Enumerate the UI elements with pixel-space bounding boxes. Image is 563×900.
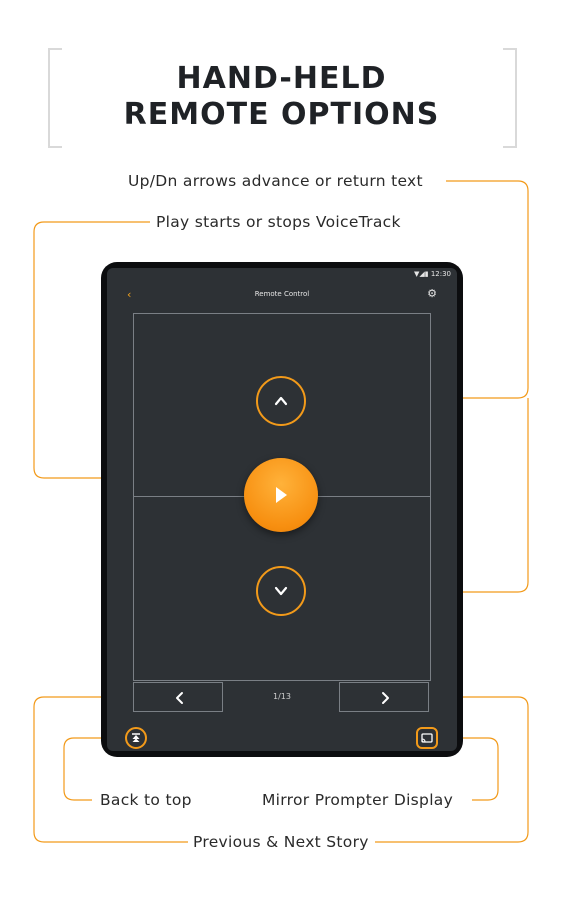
- header-bracket-right: [503, 48, 517, 148]
- chevron-left-icon: [176, 692, 183, 704]
- chevron-up-icon: [274, 396, 288, 406]
- callout-play: Play starts or stops VoiceTrack: [152, 212, 405, 232]
- mirror-display-button[interactable]: [416, 727, 438, 749]
- skip-to-top-icon: [132, 733, 140, 742]
- cast-icon: [421, 733, 433, 743]
- scroll-down-button[interactable]: [256, 566, 306, 616]
- arrow-left-icon[interactable]: ‹: [127, 288, 132, 301]
- page-title-line2: REMOTE OPTIONS: [123, 97, 440, 132]
- play-icon: [276, 487, 287, 503]
- chevron-down-icon: [274, 586, 288, 596]
- status-bar: ▼◢▮ 12:30: [107, 268, 457, 282]
- callout-prev-next: Previous & Next Story: [189, 832, 373, 852]
- scroll-up-button[interactable]: [256, 376, 306, 426]
- chevron-right-icon: [382, 692, 389, 704]
- page-title-line1: HAND-HELD: [176, 61, 387, 96]
- app-bar-title: Remote Control: [254, 290, 310, 298]
- next-story-button[interactable]: [339, 682, 429, 712]
- previous-story-button[interactable]: [133, 682, 223, 712]
- gear-icon[interactable]: ⚙: [427, 287, 437, 300]
- status-icons: ▼◢▮ 12:30: [413, 270, 451, 278]
- play-button[interactable]: [244, 458, 318, 532]
- story-pager: 1/13: [273, 692, 291, 701]
- remote-control-screen: ▼◢▮ 12:30 ‹ Remote Control ⚙ 1/13: [107, 268, 457, 751]
- callout-mirror: Mirror Prompter Display: [258, 790, 458, 810]
- callout-updown: Up/Dn arrows advance or return text: [124, 171, 427, 191]
- app-bar: ‹ Remote Control ⚙: [107, 282, 457, 308]
- header-bracket-left: [48, 48, 62, 148]
- callout-back-to-top: Back to top: [96, 790, 196, 810]
- back-to-top-button[interactable]: [125, 727, 147, 749]
